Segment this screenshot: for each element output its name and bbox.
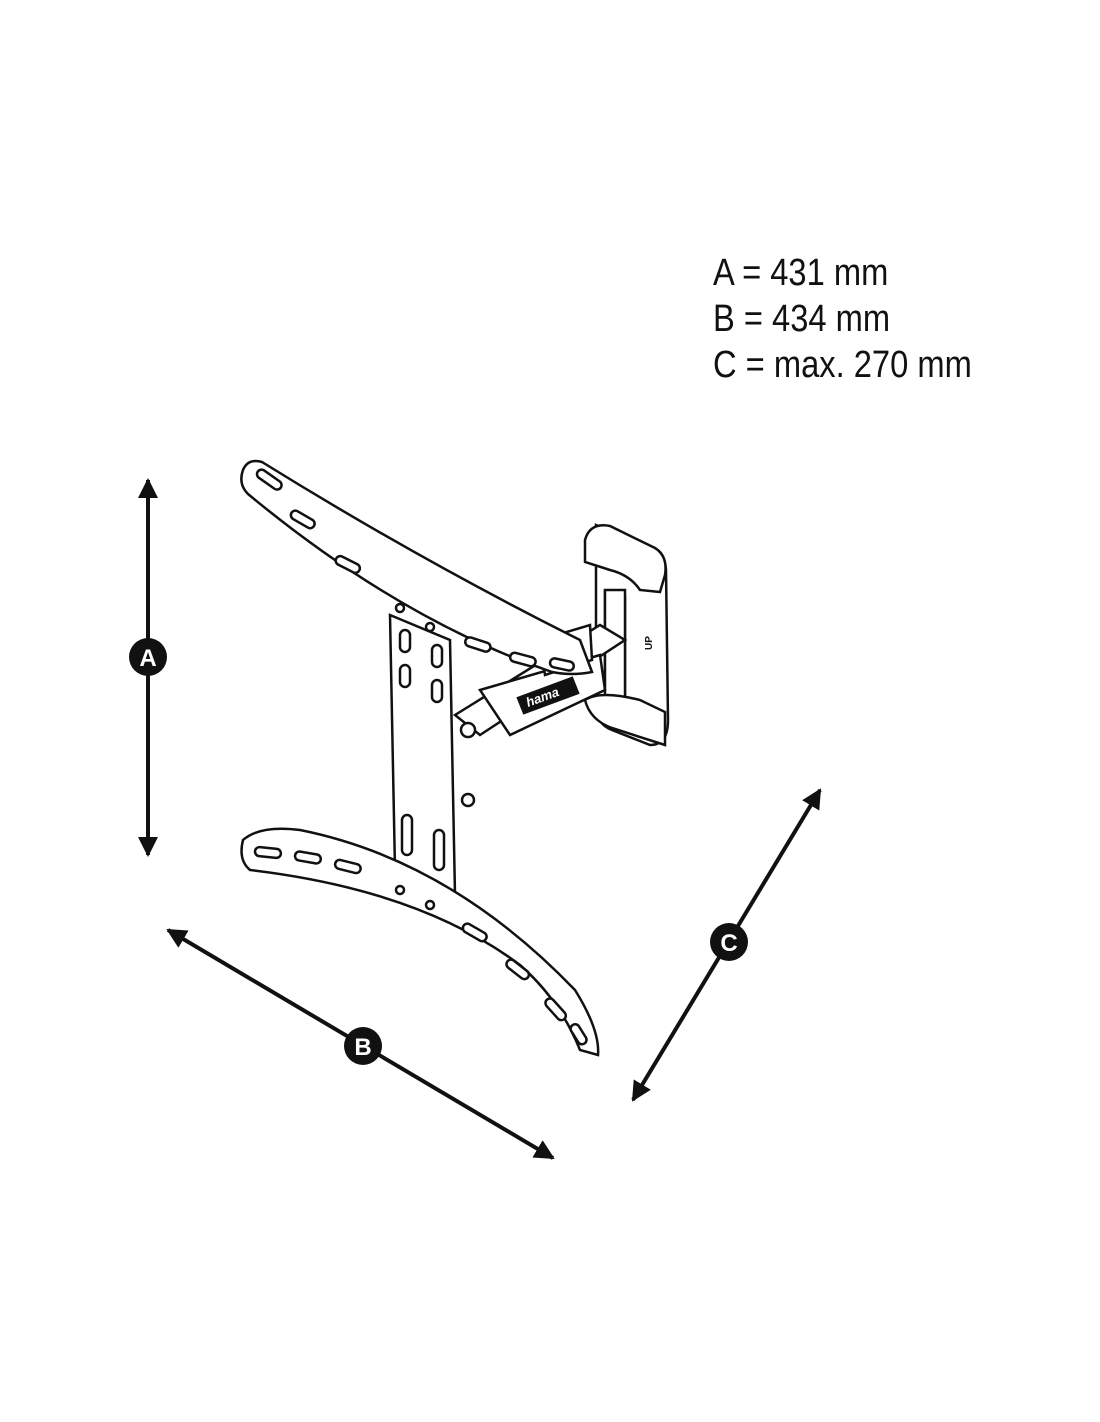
badge-c [710,923,748,961]
up-label: UP [644,636,655,650]
legend-line-c: C = max. 270 mm [713,344,972,386]
top-rail [240,459,594,676]
badge-b [344,1027,382,1065]
dimension-legend: A = 431 mm B = 434 mm C = max. 270 mm [713,250,972,388]
badge-b-label: B [354,1034,371,1061]
vertical-plate [388,613,477,897]
badge-c-label: C [720,930,737,957]
bottom-rail [240,827,600,1057]
legend-line-a: A = 431 mm [713,252,889,294]
wall-plate: UP [583,523,670,747]
dimension-arrow-b: B [166,928,555,1160]
dimension-arrow-a: A [129,478,167,857]
badge-a [129,638,167,676]
dimension-arrow-c: C [631,788,822,1102]
legend-line-b: B = 434 mm [713,298,891,340]
badge-a-label: A [139,645,156,672]
